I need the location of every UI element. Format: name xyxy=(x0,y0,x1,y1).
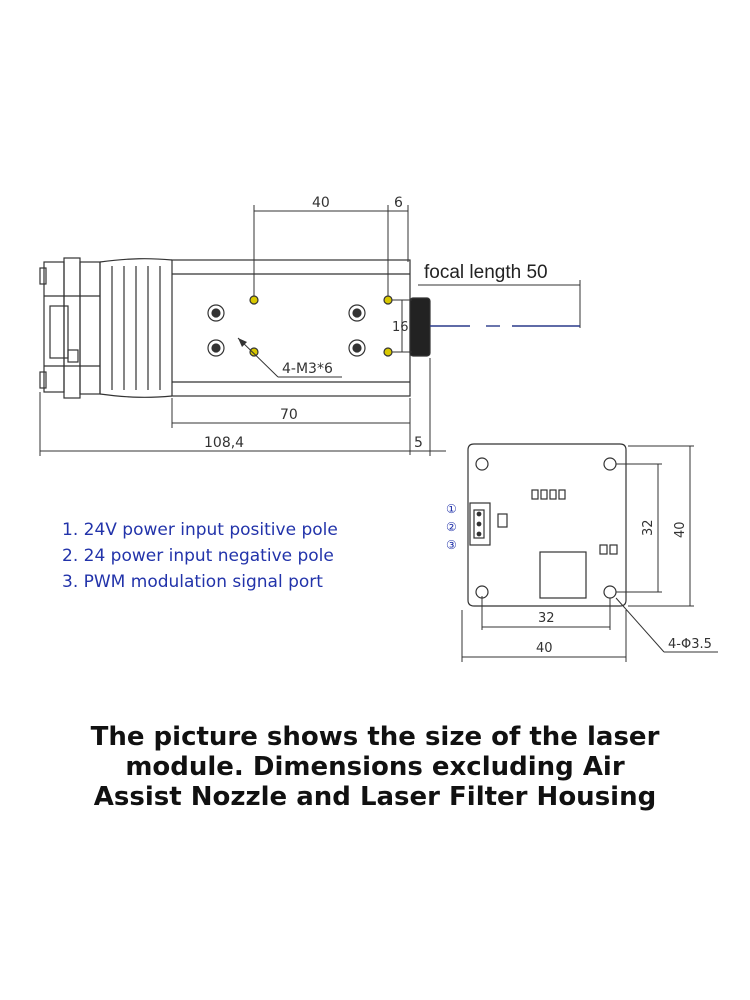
screw-label: 4-M3*6 xyxy=(282,361,333,377)
board-view xyxy=(461,443,718,662)
board-dim-32-h-label: 32 xyxy=(538,611,555,626)
fan-block xyxy=(39,257,173,399)
caption-line-3: Assist Nozzle and Laser Filter Housing xyxy=(93,782,657,812)
dim-6-label: 6 xyxy=(394,195,403,211)
dim-16-label: 16 xyxy=(392,320,409,335)
caption-line-2: module. Dimensions excluding Air xyxy=(125,752,625,782)
board-dim-40-h-label: 40 xyxy=(536,641,553,656)
m3-holes xyxy=(249,295,393,357)
pin-3-label: ③ xyxy=(446,538,457,552)
connector xyxy=(469,502,491,546)
dim-70-label: 70 xyxy=(280,407,298,423)
caption-line-1: The picture shows the size of the laser xyxy=(90,722,660,752)
board-dim-40-v-label: 40 xyxy=(673,521,688,538)
legend-item-3: 3. PWM modulation signal port xyxy=(62,572,323,592)
caption: The picture shows the size of the laser … xyxy=(0,722,750,812)
hole-label: 4-Φ3.5 xyxy=(668,637,712,652)
board-outline xyxy=(467,443,627,607)
screw-holes xyxy=(207,304,366,357)
board-dim-32-v-label: 32 xyxy=(641,519,656,536)
legend-item-2: 2. 24 power input negative pole xyxy=(62,546,334,566)
legend-item-1: 1. 24V power input positive pole xyxy=(62,520,338,540)
chip xyxy=(539,551,587,599)
side-view xyxy=(39,205,446,456)
dim-108-label: 108,4 xyxy=(204,435,244,451)
dim-40-label: 40 xyxy=(312,195,330,211)
lens-knurl xyxy=(409,297,431,357)
pin-1-label: ① xyxy=(446,502,457,516)
pin-legend: 1. 24V power input positive pole 2. 24 p… xyxy=(62,520,338,592)
focal-length-line xyxy=(418,280,581,328)
focal-length-label: focal length 50 xyxy=(424,262,548,283)
dim-5-label: 5 xyxy=(414,435,423,451)
pin-2-label: ② xyxy=(446,520,457,534)
